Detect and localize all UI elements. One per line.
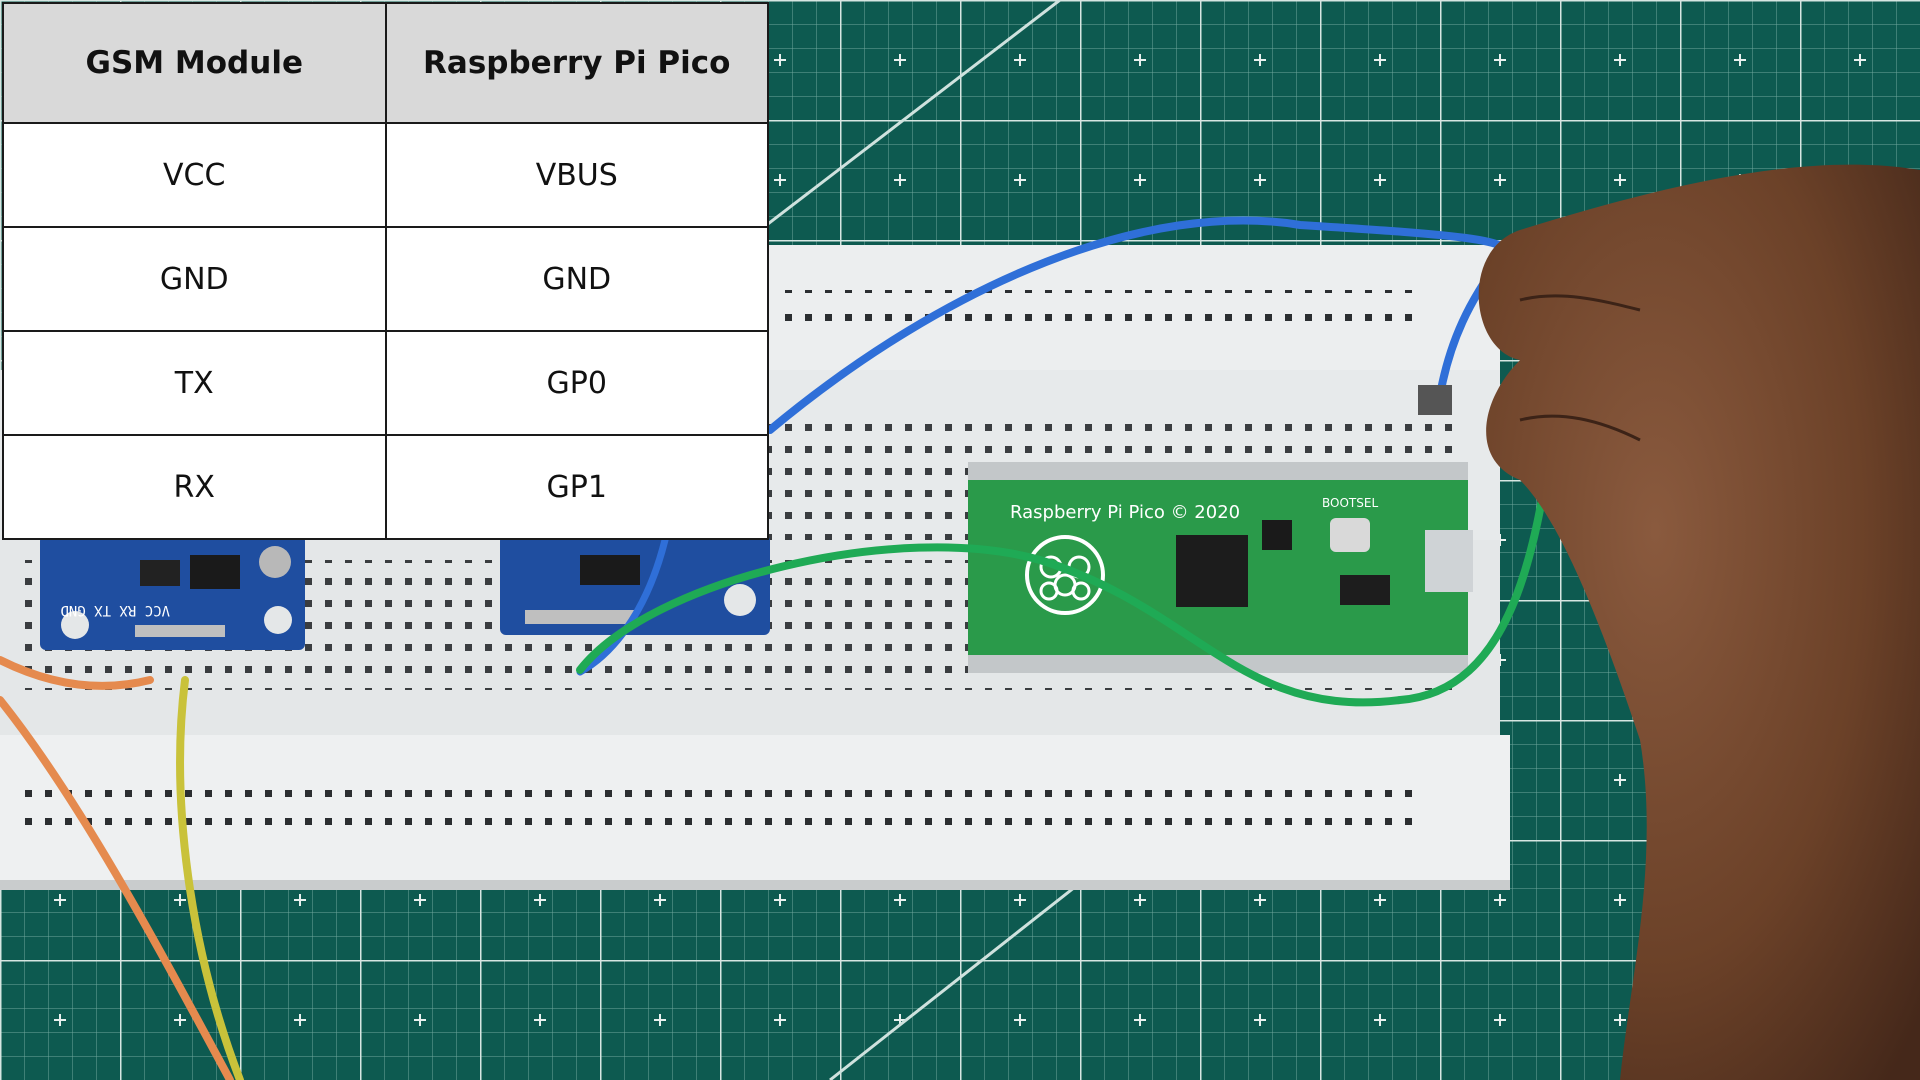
table-cell: TX (2, 330, 387, 436)
raspberry-pi-pico: Raspberry Pi Pico © 2020 BOOTSEL (968, 462, 1473, 673)
table-cell: VBUS (384, 122, 769, 228)
orange-wire (0, 656, 234, 1080)
green-wire (576, 386, 1564, 707)
table-header-row: GSM Module Raspberry Pi Pico (2, 2, 769, 124)
bootsel-label: BOOTSEL (1322, 496, 1378, 510)
header-gsm-module: GSM Module (2, 2, 387, 124)
gsm-pin-label: VCC RX TX GND (60, 602, 170, 618)
table-cell: GP0 (384, 330, 769, 436)
pin-connection-table: GSM Module Raspberry Pi Pico VCC VBUS GN… (2, 2, 769, 540)
blue-wire-short (576, 536, 669, 676)
gsm-module: VCC RX TX GND (40, 535, 305, 650)
table-cell: RX (2, 434, 387, 540)
regulator-module (500, 535, 770, 635)
table-cell: GND (384, 226, 769, 332)
table-row: VCC VBUS (2, 122, 769, 228)
table-cell: GP1 (384, 434, 769, 540)
header-raspberry-pi-pico: Raspberry Pi Pico (384, 2, 769, 124)
raspberry-logo-icon (1025, 535, 1105, 615)
table-row: TX GP0 (2, 330, 769, 436)
table-row: GND GND (2, 226, 769, 332)
yellow-wire (176, 676, 244, 1080)
jumper-wires (0, 216, 1564, 1080)
table-row: RX GP1 (2, 434, 769, 540)
pico-silkscreen-label: Raspberry Pi Pico © 2020 (1010, 502, 1240, 523)
table-cell: VCC (2, 122, 387, 228)
table-cell: GND (2, 226, 387, 332)
blue-wire (766, 216, 1511, 434)
hand (1478, 164, 1920, 1080)
